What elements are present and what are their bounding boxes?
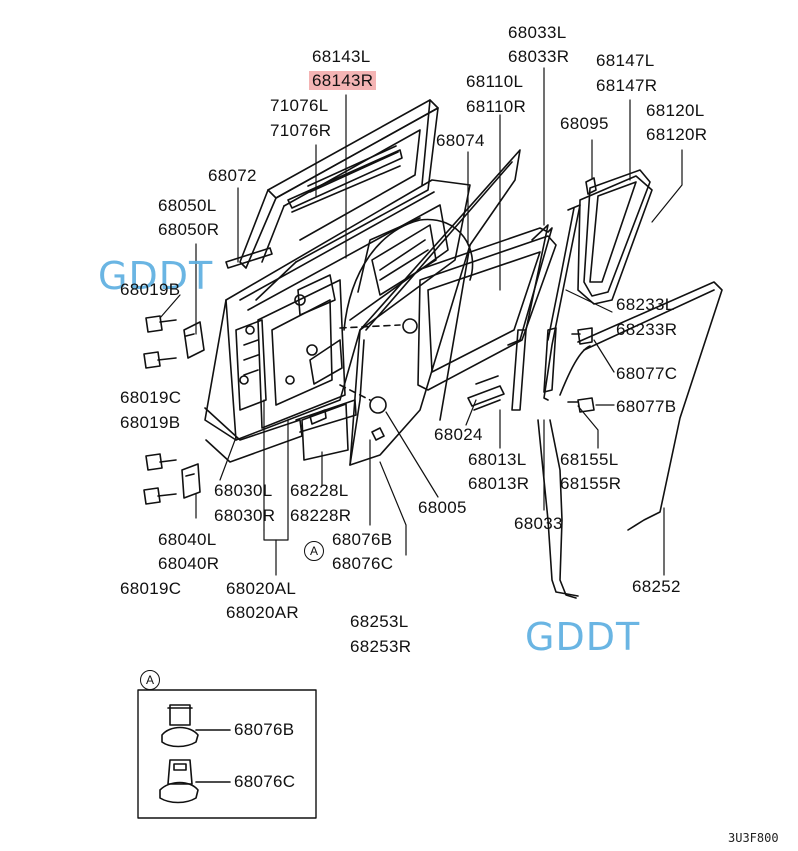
part-label-68040r: 68040R (158, 554, 220, 573)
part-label-68228l: 68228L (290, 481, 349, 500)
watermark-left: GDDT (98, 254, 214, 298)
part-label-68110r: 68110R (466, 97, 527, 116)
door-weatherstrip (307, 145, 399, 193)
part-label-68019b-upper: 68019B (120, 280, 181, 299)
part-label-68077b: 68077B (616, 397, 677, 416)
detail-label-68076c: 68076C (234, 772, 296, 791)
part-label-68253r: 68253R (350, 637, 412, 656)
door-glass (417, 235, 557, 391)
part-label-68020al: 68020AL (226, 579, 297, 598)
part-label-68050l: 68050L (158, 196, 217, 215)
opening-weatherstrip (549, 281, 723, 599)
part-label-68019c-lower: 68019C (120, 579, 182, 598)
watermark-right: GDDT (525, 615, 641, 659)
part-label-68040l: 68040L (158, 530, 217, 549)
leader-lines (159, 67, 683, 576)
part-label-68013l: 68013L (468, 450, 527, 469)
service-hole-plug (402, 318, 418, 334)
quarter-glass (583, 169, 651, 297)
division-bar (543, 204, 581, 401)
part-label-68155l: 68155L (560, 450, 619, 469)
door-shell (349, 149, 521, 466)
part-label-68030r: 68030R (214, 506, 276, 525)
part-label-68147l: 68147L (596, 51, 655, 70)
door-hinges (181, 321, 205, 499)
part-label-68110l: 68110L (466, 72, 524, 91)
part-label-68074: 68074 (436, 131, 485, 150)
part-label-68143r-text: 68143R (309, 71, 377, 90)
part-label-71076l: 71076L (270, 96, 329, 115)
glass-run-channel (417, 227, 553, 346)
part-label-68005: 68005 (418, 498, 467, 517)
part-label-68252: 68252 (632, 577, 681, 596)
part-label-68120r: 68120R (646, 125, 708, 144)
door-sash (239, 99, 439, 301)
drain-plug (369, 396, 387, 414)
part-label-68143l: 68143L (312, 47, 371, 66)
detail-marker-a: A (140, 670, 160, 690)
door-trim (204, 399, 357, 463)
detail-a-box (137, 689, 317, 819)
part-label-68077c: 68077C (616, 364, 678, 383)
part-label-68233l: 68233L (616, 295, 675, 314)
part-label-68020ar: 68020AR (226, 603, 299, 622)
callout-marker-a: A (304, 541, 324, 561)
part-label-68033l: 68033L (508, 23, 567, 42)
part-label-68033r: 68033R (508, 47, 570, 66)
glass-holders (467, 375, 505, 411)
regulator-cable (343, 218, 474, 331)
part-label-68076c: 68076C (332, 554, 394, 573)
clip-68095 (585, 177, 597, 195)
part-label-68050r: 68050R (158, 220, 220, 239)
weatherstrip-68072 (225, 247, 273, 269)
part-label-68013r: 68013R (468, 474, 530, 493)
part-label-68120l: 68120L (646, 101, 705, 120)
part-label-68019c-upper: 68019C (120, 388, 182, 407)
part-label-68019b-lower: 68019B (120, 413, 181, 432)
part-label-68147r: 68147R (596, 76, 658, 95)
figure-code: 3U3F800 (728, 831, 779, 845)
bolts-68019 (143, 315, 177, 505)
part-label-68143r: 68143R (309, 71, 377, 91)
center-sash-channel (511, 224, 549, 411)
part-label-68030l: 68030L (214, 481, 273, 500)
part-label-68095: 68095 (560, 114, 609, 133)
part-label-68033: 68033 (514, 514, 563, 533)
detail-label-68076b: 68076B (234, 720, 295, 739)
reference-lines (339, 324, 401, 401)
part-label-68228r: 68228R (290, 506, 352, 525)
quarter-weatherstrip (577, 175, 653, 305)
part-label-68024: 68024 (434, 425, 483, 444)
part-label-68076b: 68076B (332, 530, 393, 549)
regulator-cable-lower (357, 217, 421, 293)
lower-sash-channel (537, 419, 579, 597)
part-label-68233r: 68233R (616, 320, 678, 339)
part-label-68253l: 68253L (350, 612, 409, 631)
part-label-68072: 68072 (208, 166, 257, 185)
part-label-68155r: 68155R (560, 474, 622, 493)
clip-68076 (371, 427, 385, 441)
part-label-71076r: 71076R (270, 121, 332, 140)
